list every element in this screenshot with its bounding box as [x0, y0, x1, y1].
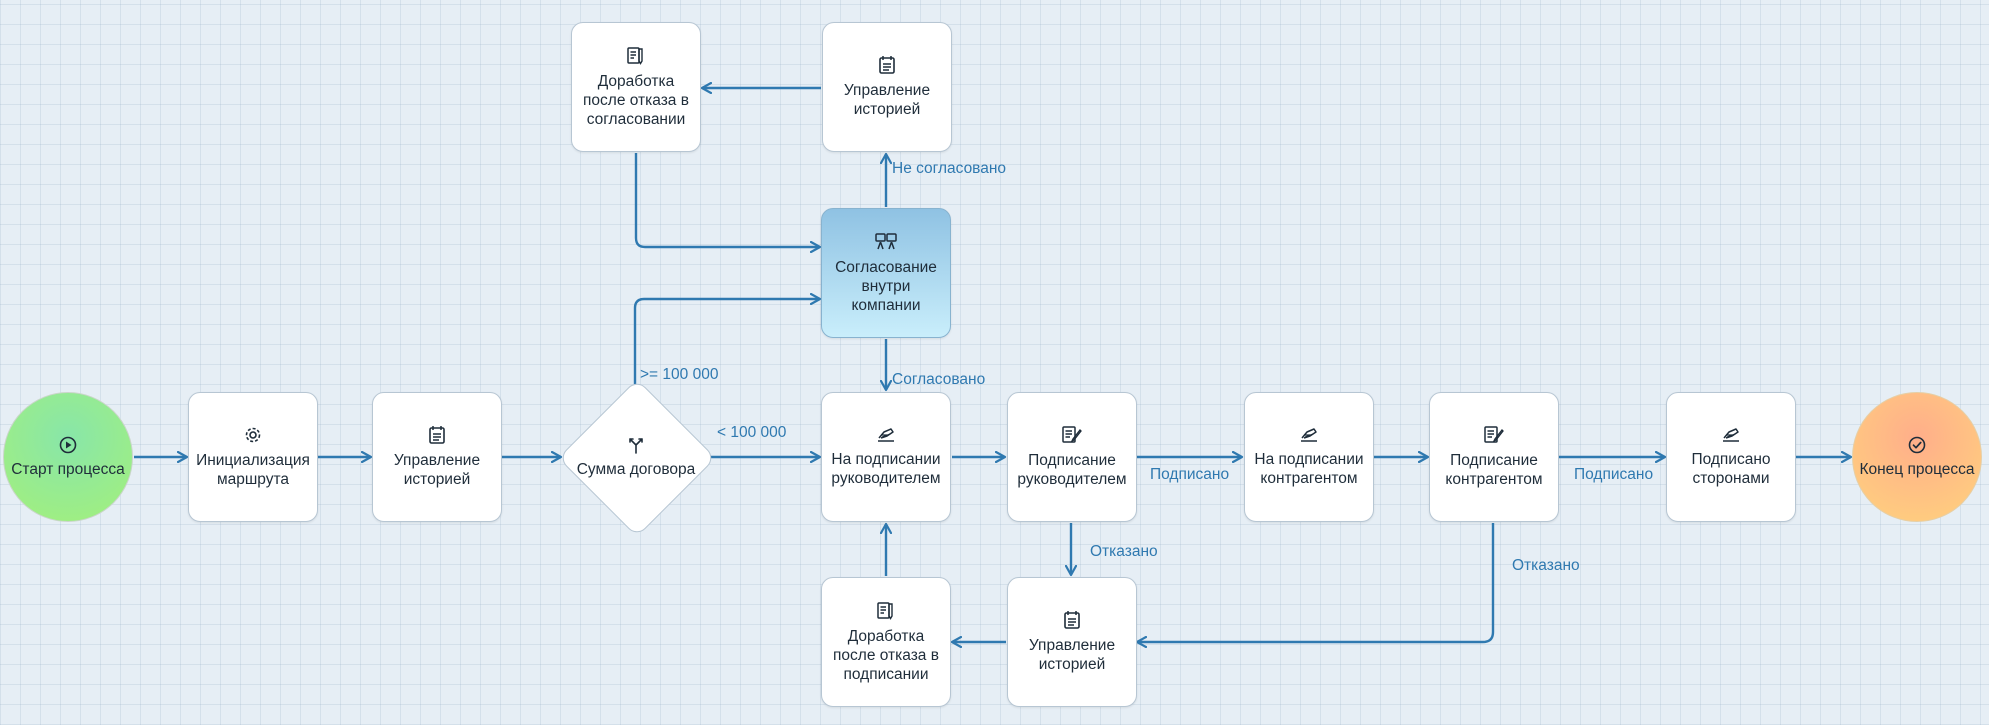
edge-label-signed-1: Подписано: [1150, 466, 1230, 483]
task-history-top[interactable]: Управление историей: [822, 22, 952, 152]
edge-signed-contractor-history-bottom[interactable]: [1137, 523, 1495, 642]
end-event-label: Конец процесса: [1859, 460, 1975, 478]
task-rework-after-approval-reject-label: Доработка после отказа в согласовании: [583, 72, 689, 128]
start-event-label: Старт процесса: [11, 460, 125, 478]
gateway-contract-sum-label: Сумма договора: [576, 460, 696, 478]
people-icon: [875, 232, 897, 249]
task-signed-by-parties-label: Подписано сторонами: [1691, 451, 1771, 487]
task-on-manager-signing-label: На подписании руководителем: [831, 451, 941, 487]
task-on-contractor-signing-label: На подписании контрагентом: [1254, 451, 1364, 487]
task-internal-approval[interactable]: Согласование внутри компании: [821, 208, 951, 338]
doc-edit-icon: [627, 46, 643, 65]
sign-doc-icon: [1062, 426, 1082, 443]
end-event[interactable]: Конец процесса: [1852, 392, 1982, 522]
edge-rework-approval[interactable]: [634, 153, 820, 247]
edge-label-declined-1: Отказано: [1090, 543, 1158, 560]
task-history-1-label: Управление историей: [393, 452, 481, 488]
signature-icon: [1301, 428, 1317, 442]
calendar-icon: [429, 426, 445, 444]
task-on-contractor-signing[interactable]: На подписании контрагентом: [1244, 392, 1374, 522]
doc-edit-icon: [877, 601, 893, 620]
edge-label-ge-100000: >= 100 000: [640, 366, 719, 383]
task-route-initialization[interactable]: Инициализация маршрута: [188, 392, 318, 522]
task-history-bottom-label: Управление историей: [1028, 637, 1116, 673]
task-rework-after-sign-reject[interactable]: Доработка после отказа в подписании: [821, 577, 951, 707]
calendar-icon: [1064, 611, 1080, 629]
task-contractor-signature-label: Подписание контрагентом: [1445, 452, 1543, 488]
edge-label-signed-2: Подписано: [1574, 466, 1654, 483]
task-manager-signature[interactable]: Подписание руководителем: [1007, 392, 1137, 522]
edge-label-not-approved: Не согласовано: [892, 160, 1007, 177]
check-circle-icon: [1908, 436, 1926, 453]
sign-doc-icon: [1484, 426, 1504, 443]
task-history-bottom[interactable]: Управление историей: [1007, 577, 1137, 707]
task-rework-after-approval-reject[interactable]: Доработка после отказа в согласовании: [571, 22, 701, 152]
gear-icon: [245, 427, 261, 443]
edge-label-lt-100000: < 100 000: [717, 424, 787, 441]
start-event[interactable]: Старт процесса: [3, 392, 133, 522]
edge-gateway-approval[interactable]: [633, 299, 820, 384]
calendar-icon: [879, 56, 895, 74]
task-route-initialization-label: Инициализация маршрута: [196, 452, 310, 488]
task-history-1[interactable]: Управление историей: [372, 392, 502, 522]
edge-label-approved: Согласовано: [892, 371, 986, 388]
task-internal-approval-label: Согласование внутри компании: [835, 258, 937, 314]
gateway-contract-sum[interactable]: Сумма договора: [557, 378, 717, 538]
signature-icon: [878, 428, 894, 442]
task-contractor-signature[interactable]: Подписание контрагентом: [1429, 392, 1559, 522]
task-history-top-label: Управление историей: [843, 82, 931, 118]
task-signed-by-parties[interactable]: Подписано сторонами: [1666, 392, 1796, 522]
task-on-manager-signing[interactable]: На подписании руководителем: [821, 392, 951, 522]
task-rework-after-sign-reject-label: Доработка после отказа в подписании: [833, 627, 939, 683]
edge-label-declined-2: Отказано: [1512, 557, 1580, 574]
signature-icon: [1723, 428, 1739, 442]
task-manager-signature-label: Подписание руководителем: [1017, 452, 1127, 488]
play-icon: [59, 436, 77, 453]
split-icon: [629, 437, 643, 454]
